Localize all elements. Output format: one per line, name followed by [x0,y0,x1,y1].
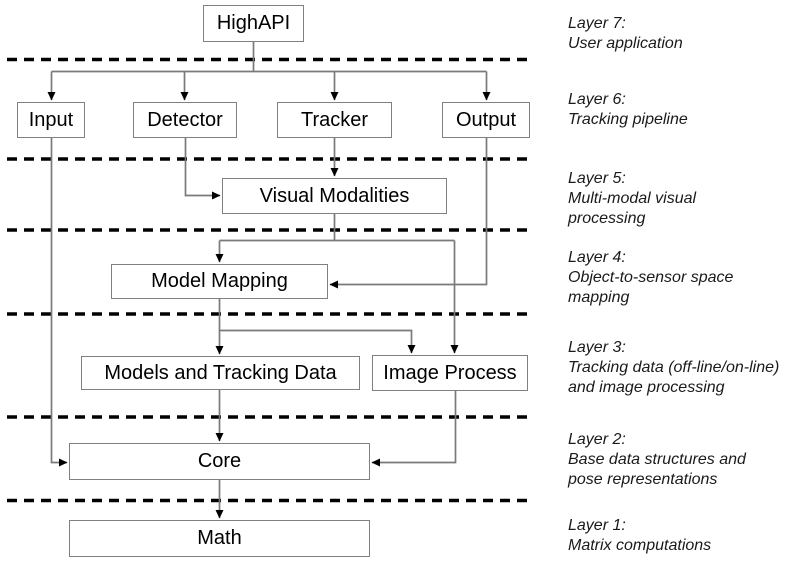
layer-6-line: Tracking pipeline [568,111,688,128]
node-model-mapping: Model Mapping [111,264,328,299]
node-detector-label: Detector [147,108,223,131]
edge-input-to-core [50,138,68,467]
layer-2-line: pose representations [568,471,718,488]
node-input-label: Input [28,108,74,131]
layer-1-label: Layer 1: Matrix computations [568,516,800,556]
node-models-and-tracking-data-label: Models and Tracking Data [104,361,337,384]
edge-image-process-to-core [371,391,457,467]
node-model-mapping-label: Model Mapping [151,270,288,292]
layer-5-title: Layer 5: [568,170,626,187]
node-tracker: Tracker [277,102,392,138]
layer-7-label: Layer 7: User application [568,14,800,54]
node-math-label: Math [197,527,242,549]
layer-3-title: Layer 3: [568,339,626,356]
edge-detector-to-visual-modalities [184,138,221,200]
node-output: Output [442,102,530,138]
layer-4-title: Layer 4: [568,249,626,266]
layer-4-line: Object-to-sensor space [568,269,734,286]
node-visual-modalities-label: Visual Modalities [259,184,410,207]
edge-model-mapping-to-image-process [219,329,416,354]
layer-6-title: Layer 6: [568,91,626,108]
node-tracker-label: Tracker [300,108,369,131]
edge-output-to-model-mapping [329,138,488,289]
node-output-label: Output [455,108,517,131]
node-highapi: HighAPI [203,5,304,42]
layer-1-line: Matrix computations [568,537,712,554]
node-visual-modalities: Visual Modalities [222,178,447,214]
node-image-process: Image Process [372,355,528,391]
node-core: Core [69,443,370,480]
layer-1-title: Layer 1: [568,517,626,534]
node-core-label: Core [197,450,242,472]
layer-3-line: Tracking data (off-line/on-line) [568,359,780,376]
node-input: Input [17,102,85,138]
layer-7-line: User application [568,35,683,52]
layer-4-line: mapping [568,289,630,306]
layer-7-title: Layer 7: [568,15,626,32]
layer-6-label: Layer 6: Tracking pipeline [568,90,800,130]
node-highapi-label: HighAPI [216,12,291,34]
node-image-process-label: Image Process [383,361,517,384]
layer-4-label: Layer 4: Object-to-sensor space mapping [568,248,800,308]
layer-5-line: Multi-modal visual [568,190,697,207]
layer-2-line: Base data structures and [568,451,746,468]
node-detector: Detector [133,102,237,138]
layer-5-line: processing [568,210,646,227]
layer-2-label: Layer 2: Base data structures and pose r… [568,430,800,490]
layer-3-line: and image processing [568,379,725,396]
node-models-and-tracking-data: Models and Tracking Data [81,356,360,390]
layer-5-label: Layer 5: Multi-modal visual processing [568,169,800,229]
node-math: Math [69,520,370,557]
layer-2-title: Layer 2: [568,431,626,448]
layer-3-label: Layer 3: Tracking data (off-line/on-line… [568,338,800,398]
